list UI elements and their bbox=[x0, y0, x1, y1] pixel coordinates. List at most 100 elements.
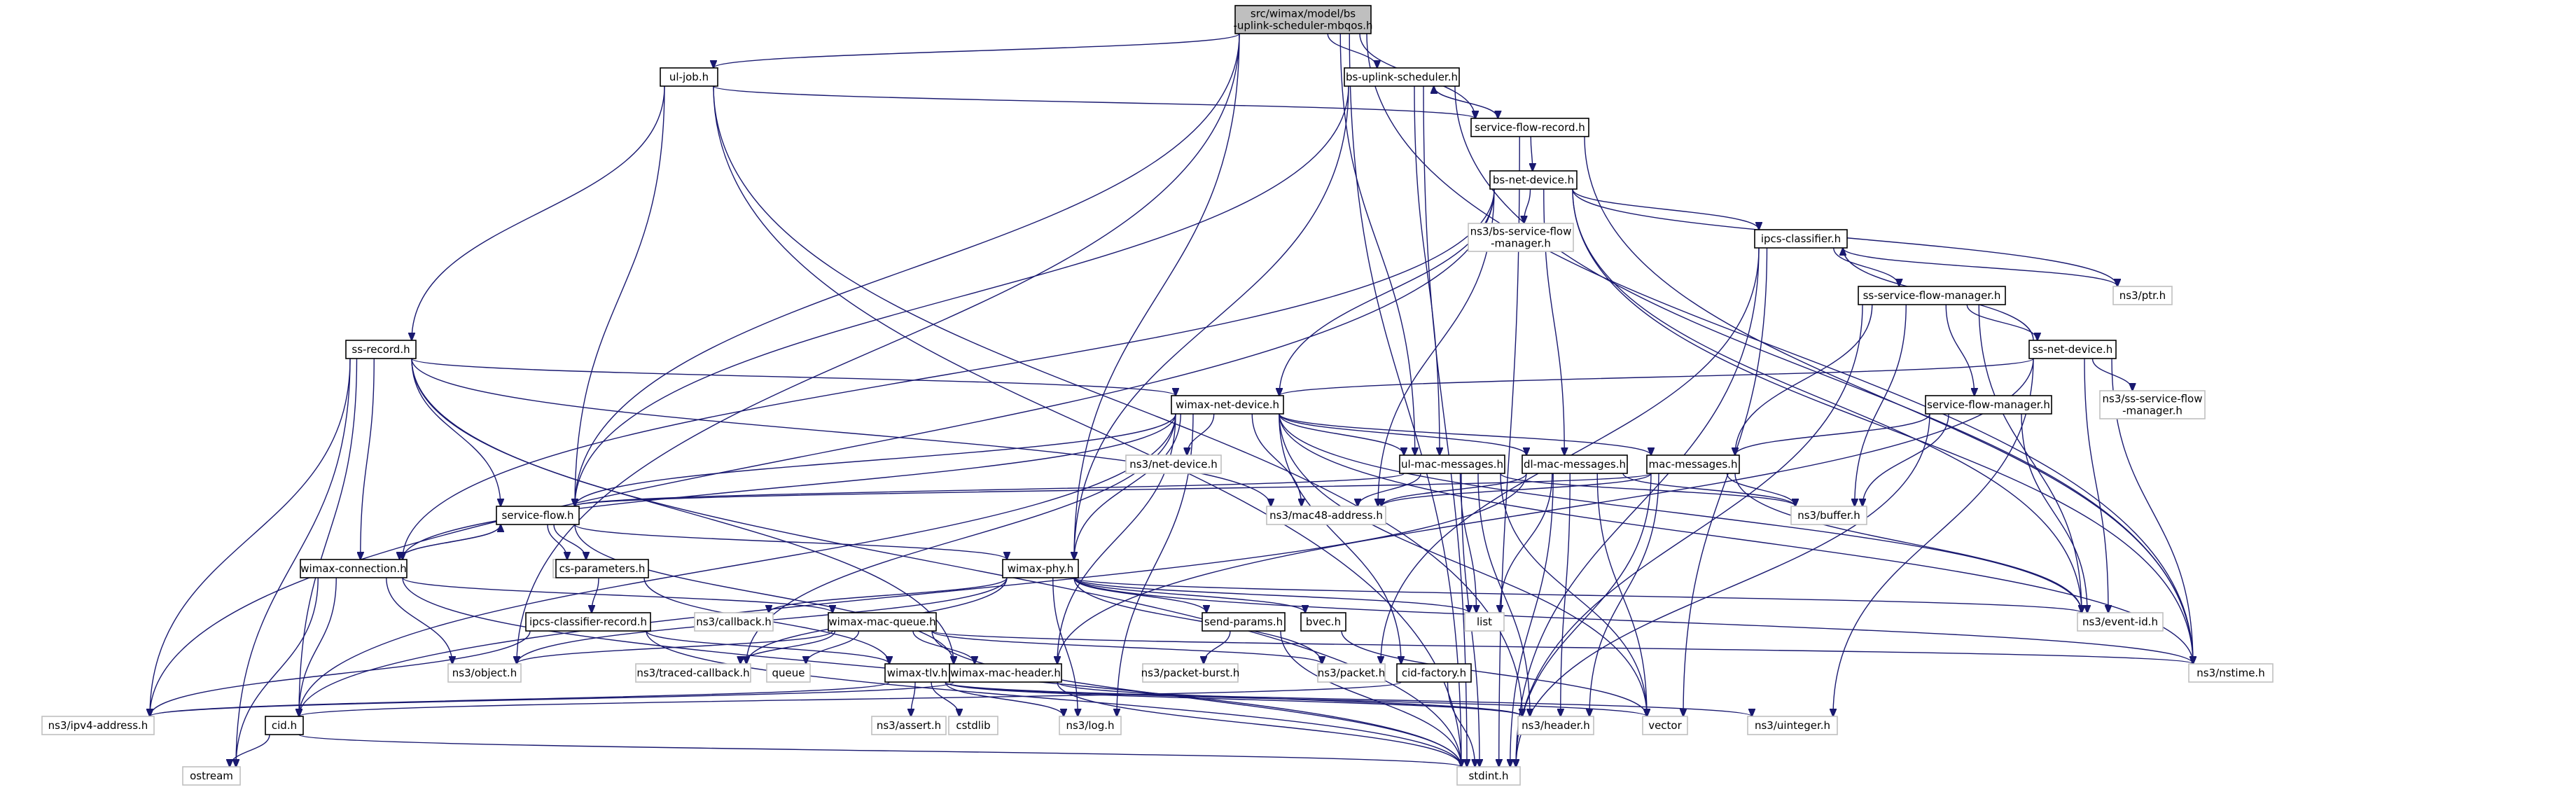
node-log[interactable]: ns3/log.h bbox=[1059, 716, 1122, 735]
node-box bbox=[949, 663, 1062, 683]
edge-wimax-connection-to-ostream bbox=[236, 577, 319, 767]
node-dl-mac-messages[interactable]: dl-mac-messages.h bbox=[1522, 454, 1628, 474]
node-bs-net-device[interactable]: bs-net-device.h bbox=[1489, 170, 1578, 190]
edge-ss-record-to-wimax-mac-header bbox=[411, 358, 954, 664]
node-wimax-connection[interactable]: wimax-connection.h bbox=[300, 559, 408, 578]
edge-bs-uplink-scheduler-to-stdint bbox=[1423, 85, 1467, 767]
node-queue[interactable]: queue bbox=[766, 663, 811, 683]
node-label: wimax-tlv.h bbox=[887, 667, 948, 679]
edge-wimax-net-device-to-vector bbox=[1279, 413, 1647, 716]
edge-send-params-to-stdint bbox=[1280, 630, 1461, 767]
edge-service-flow-record-to-stdint bbox=[1499, 136, 1520, 767]
node-label: ns3/net-device.h bbox=[1129, 458, 1218, 471]
node-ss-service-flow-manager[interactable]: ss-service-flow-manager.h bbox=[1858, 286, 2006, 305]
node-box bbox=[496, 506, 580, 525]
node-box bbox=[1522, 454, 1628, 474]
edge-bvec-to-vector bbox=[1341, 630, 1647, 716]
edge-bs-net-device-to-ipv4-address bbox=[150, 188, 1495, 716]
node-label: ns3/ipv4-address.h bbox=[48, 719, 148, 732]
edge-service-flow-manager-to-stdint bbox=[1516, 413, 1930, 767]
edge-ul-mac-messages-to-mac48-address bbox=[1358, 473, 1421, 506]
edge-wimax-phy-to-list bbox=[1073, 577, 1469, 613]
edge-bs-uplink-scheduler-to-service-flow bbox=[575, 85, 1349, 506]
node-list[interactable]: list bbox=[1464, 612, 1505, 632]
node-ul-mac-messages[interactable]: ul-mac-messages.h bbox=[1399, 454, 1505, 474]
edge-wimax-tlv-to-assert bbox=[911, 681, 916, 716]
node-wimax-mac-queue[interactable]: wimax-mac-queue.h bbox=[828, 612, 937, 632]
node-box bbox=[1858, 286, 2006, 305]
node-uinteger[interactable]: ns3/uinteger.h bbox=[1747, 716, 1838, 735]
node-service-flow[interactable]: service-flow.h bbox=[496, 506, 580, 525]
node-mac-messages[interactable]: mac-messages.h bbox=[1646, 454, 1740, 474]
node-ss-record[interactable]: ss-record.h bbox=[345, 340, 417, 359]
node-wimax-net-device[interactable]: wimax-net-device.h bbox=[1171, 395, 1284, 415]
edge-ss-service-flow-manager-to-stdint bbox=[1516, 304, 1863, 767]
node-label: wimax-mac-header.h bbox=[950, 667, 1061, 679]
node-assert[interactable]: ns3/assert.h bbox=[871, 716, 947, 735]
edge-service-flow-to-cs-parameters bbox=[553, 524, 586, 560]
node-box bbox=[1790, 506, 1867, 525]
node-packet[interactable]: ns3/packet.h bbox=[1317, 663, 1386, 683]
edge-wimax-net-device-to-wimax-connection bbox=[403, 413, 1176, 560]
node-ipv4-address[interactable]: ns3/ipv4-address.h bbox=[41, 716, 155, 735]
node-bs-uplink-scheduler[interactable]: bs-uplink-scheduler.h bbox=[1344, 67, 1460, 87]
node-service-flow-manager[interactable]: service-flow-manager.h bbox=[1925, 395, 2052, 415]
edge-service-flow-to-wimax-phy bbox=[574, 524, 1007, 560]
node-label: service-flow.h bbox=[502, 509, 574, 522]
node-object[interactable]: ns3/object.h bbox=[447, 663, 522, 683]
edge-ipcs-classifier-to-stdint bbox=[1516, 247, 1760, 767]
node-ostream[interactable]: ostream bbox=[182, 766, 241, 786]
edge-dl-mac-messages-to-mac48-address bbox=[1381, 473, 1527, 506]
node-label: ns3/event-id.h bbox=[2082, 616, 2158, 628]
edge-ipcs-classifier-record-to-wimax-tlv bbox=[646, 630, 889, 664]
node-callback[interactable]: ns3/callback.h bbox=[694, 612, 774, 632]
node-wimax-phy[interactable]: wimax-phy.h bbox=[1002, 559, 1079, 578]
node-label: ipcs-classifier-record.h bbox=[529, 616, 647, 628]
node-mac48-address[interactable]: ns3/mac48-address.h bbox=[1266, 506, 1386, 525]
node-vector[interactable]: vector bbox=[1642, 716, 1688, 735]
node-box bbox=[1125, 454, 1222, 474]
node-ipcs-classifier-record[interactable]: ipcs-classifier-record.h bbox=[525, 612, 651, 632]
node-wimax-mac-header[interactable]: wimax-mac-header.h bbox=[949, 663, 1062, 683]
node-root[interactable]: src/wimax/model/bs-uplink-scheduler-mbqo… bbox=[1233, 5, 1373, 34]
node-cs-parameters[interactable]: cs-parameters.h bbox=[555, 559, 649, 578]
node-box bbox=[948, 716, 998, 735]
node-event-id[interactable]: ns3/event-id.h bbox=[2077, 612, 2164, 632]
node-packet-burst[interactable]: ns3/packet-burst.h bbox=[1141, 663, 1240, 683]
node-box bbox=[1399, 454, 1505, 474]
node-box bbox=[1202, 612, 1286, 632]
node-cid[interactable]: cid.h bbox=[265, 716, 304, 735]
edge-service-flow-record-to-bs-uplink-scheduler bbox=[1434, 86, 1498, 119]
node-cid-factory[interactable]: cid-factory.h bbox=[1396, 663, 1472, 683]
edge-wimax-net-device-to-cid bbox=[299, 413, 1176, 716]
node-label: ns3/ss-service-flow bbox=[2103, 393, 2203, 405]
node-box bbox=[265, 716, 304, 735]
node-wimax-tlv[interactable]: wimax-tlv.h bbox=[884, 663, 950, 683]
edge-wimax-net-device-to-event-id bbox=[1279, 413, 2082, 613]
node-ptr[interactable]: ns3/ptr.h bbox=[2112, 286, 2173, 305]
node-ss-net-device[interactable]: ss-net-device.h bbox=[2028, 340, 2117, 359]
node-label: send-params.h bbox=[1204, 616, 1283, 628]
node-box bbox=[2112, 286, 2173, 305]
node-label: ns3/traced-callback.h bbox=[636, 667, 749, 679]
node-bvec[interactable]: bvec.h bbox=[1300, 612, 1346, 632]
node-traced-callback[interactable]: ns3/traced-callback.h bbox=[635, 663, 751, 683]
node-nstime[interactable]: ns3/nstime.h bbox=[2188, 663, 2274, 683]
node-ul-job[interactable]: ul-job.h bbox=[660, 67, 718, 87]
node-stdint[interactable]: stdint.h bbox=[1456, 766, 1521, 786]
node-net-device[interactable]: ns3/net-device.h bbox=[1125, 454, 1222, 474]
edge-ul-mac-messages-to-buffer bbox=[1500, 473, 1795, 506]
node-ipcs-classifier[interactable]: ipcs-classifier.h bbox=[1754, 229, 1848, 249]
node-header[interactable]: ns3/header.h bbox=[1517, 716, 1594, 735]
edge-wimax-net-device-to-net-device bbox=[1187, 413, 1215, 455]
node-box bbox=[1754, 229, 1848, 249]
node-box bbox=[1171, 395, 1284, 415]
node-service-flow-record[interactable]: service-flow-record.h bbox=[1470, 118, 1589, 137]
node-send-params[interactable]: send-params.h bbox=[1202, 612, 1286, 632]
node-bs-service-flow-manager[interactable]: ns3/bs-service-flow-manager.h bbox=[1468, 223, 1574, 252]
node-ss-service-flow-manager-ns3[interactable]: ns3/ss-service-flow-manager.h bbox=[2099, 390, 2206, 419]
edge-wimax-phy-to-callback bbox=[769, 577, 1008, 613]
node-cstdlib[interactable]: cstdlib bbox=[948, 716, 998, 735]
node-box bbox=[345, 340, 417, 359]
node-buffer[interactable]: ns3/buffer.h bbox=[1790, 506, 1867, 525]
